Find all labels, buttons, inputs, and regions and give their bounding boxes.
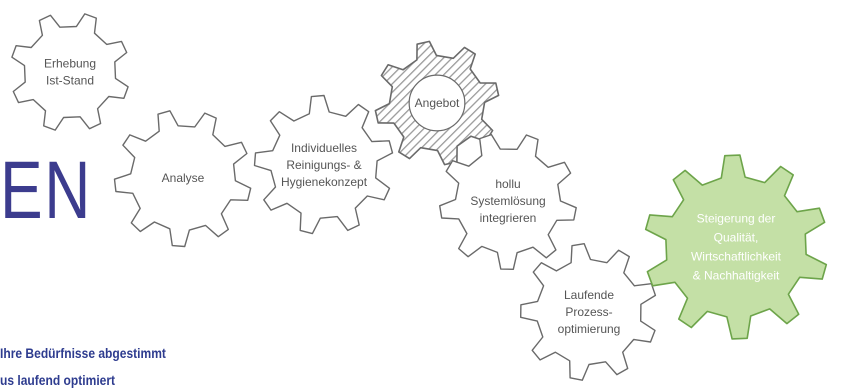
gear-konzept-label-line: Reinigungs- &: [286, 158, 361, 172]
gear-analyse-shape: [113, 110, 252, 248]
gear-analyse: Analyse: [113, 110, 252, 248]
gear-systemloesung-label-line: integrieren: [480, 211, 537, 225]
gear-konzept-label-line: Individuelles: [291, 141, 357, 155]
gear-optimierung-label-line: Laufende: [564, 288, 614, 302]
tagline-line-2: us laufend optimiert: [0, 372, 116, 388]
gear-konzept-shape: [253, 94, 394, 235]
gear-angebot: Angebot: [374, 40, 500, 166]
gear-erhebung-shape: [11, 13, 129, 131]
gear-systemloesung-label-line: Systemlösung: [470, 194, 545, 208]
gear-angebot-hub: [408, 74, 466, 132]
gear-erhebung-label-line: Erhebung: [44, 57, 96, 71]
gear-steigerung-label-line: & Nachhaltigkeit: [693, 269, 780, 283]
gear-steigerung-label-line: Qualität,: [714, 231, 759, 245]
gear-angebot-label-line: Angebot: [415, 96, 460, 110]
gear-optimierung-label-line: Prozess-: [565, 305, 612, 319]
gear-analyse-label-line: Analyse: [162, 171, 205, 185]
page-heading-fragment: EN: [0, 145, 92, 236]
gear-steigerung-label-line: Steigerung der: [697, 212, 776, 226]
gear-systemloesung-label-line: hollu: [495, 177, 520, 191]
gear-optimierung-shape: [520, 243, 657, 381]
gear-steigerung-shape: [644, 154, 828, 340]
gear-steigerung-label-line: Wirtschaftlichkeit: [691, 250, 782, 264]
gear-konzept-label-line: Hygienekonzept: [281, 175, 368, 189]
gear-optimierung-label-line: optimierung: [558, 322, 621, 336]
gear-erhebung-label-line: Ist-Stand: [46, 74, 94, 88]
gear-systemloesung-shape: [439, 133, 577, 270]
tagline-line-1: Ihre Bedürfnisse abgestimmt: [0, 345, 166, 361]
